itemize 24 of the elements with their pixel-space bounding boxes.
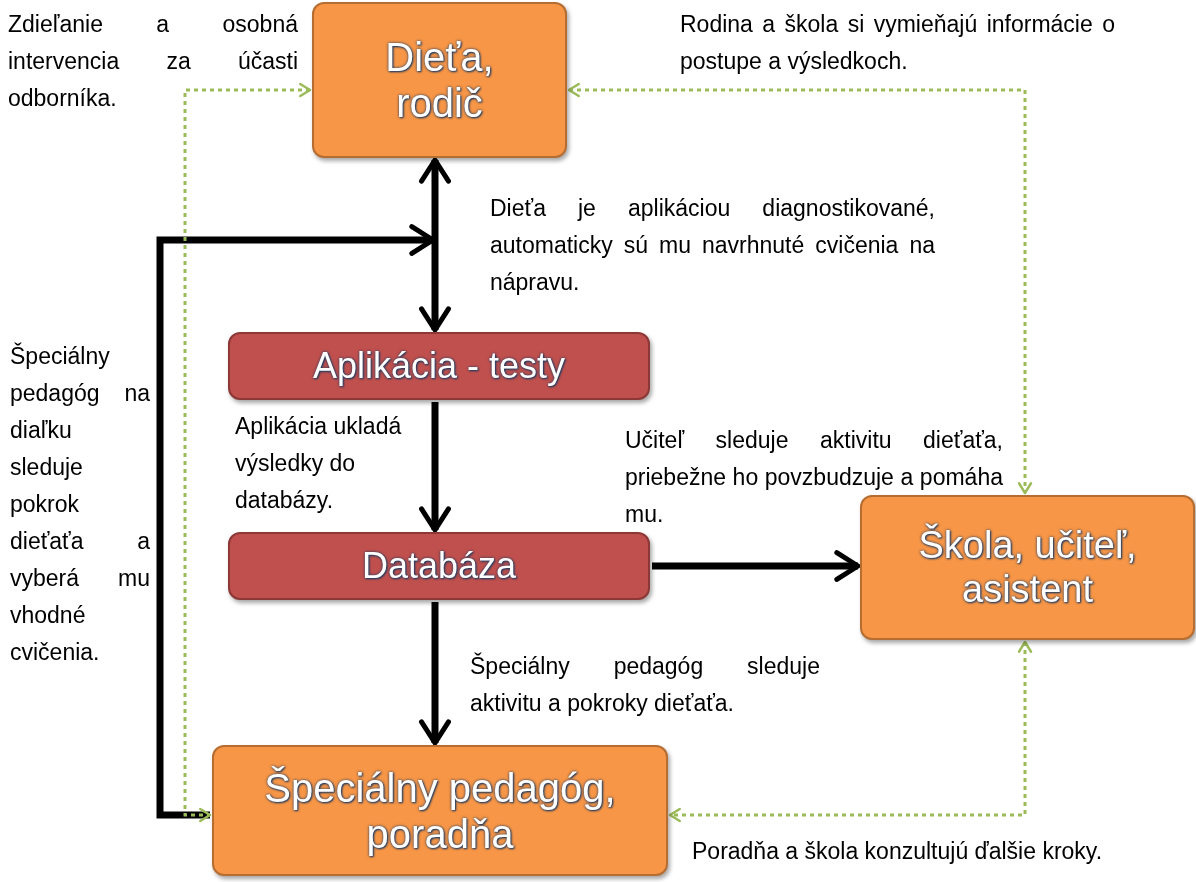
annotation-text: Poradňa a škola konzultujú ďalšie kroky. bbox=[692, 837, 1104, 866]
arrow bbox=[419, 402, 451, 533]
arrow bbox=[652, 550, 861, 582]
node-label: Dieťa, rodič bbox=[384, 34, 495, 126]
annotation-text: Rodina a škola si vymieňajú informácie o postupe a výsledkoch. bbox=[680, 10, 1115, 76]
process-box bbox=[228, 332, 650, 400]
node-label: Škola, učiteľ, asistent bbox=[917, 523, 1138, 612]
actor-box bbox=[212, 745, 668, 876]
process-box bbox=[228, 532, 650, 600]
annotation-text: Špeciálny pedagóg sleduje aktivitu a pokroky dieťaťa. bbox=[470, 651, 820, 718]
arrow bbox=[419, 602, 451, 746]
node-label: Aplikácia - testy bbox=[312, 345, 566, 387]
dotted-arrow bbox=[567, 82, 1033, 495]
node-label: Špeciálny pedagóg, poradňa bbox=[263, 764, 617, 857]
annotation-text: Zdieľanie a osobná intervencia za účasti odborníka. bbox=[8, 10, 298, 113]
actor-box bbox=[312, 2, 567, 158]
annotation-text: Špeciálny pedagóg na diaľku sleduje pokrok dieťaťa a vyberá mu vhodné cvičenia. bbox=[10, 341, 150, 667]
actor-box bbox=[860, 495, 1195, 640]
dotted-arrow bbox=[668, 640, 1033, 823]
node-label: Databáza bbox=[361, 545, 517, 587]
annotation-text: Aplikácia ukladá výsledky do databázy. bbox=[235, 412, 403, 515]
annotation-text: Dieťa je aplikáciou diagnostikované, automaticky sú mu navrhnuté cvičenia na nápravu. bbox=[490, 194, 935, 297]
arrow bbox=[419, 157, 451, 333]
dotted-arrow bbox=[183, 82, 312, 823]
